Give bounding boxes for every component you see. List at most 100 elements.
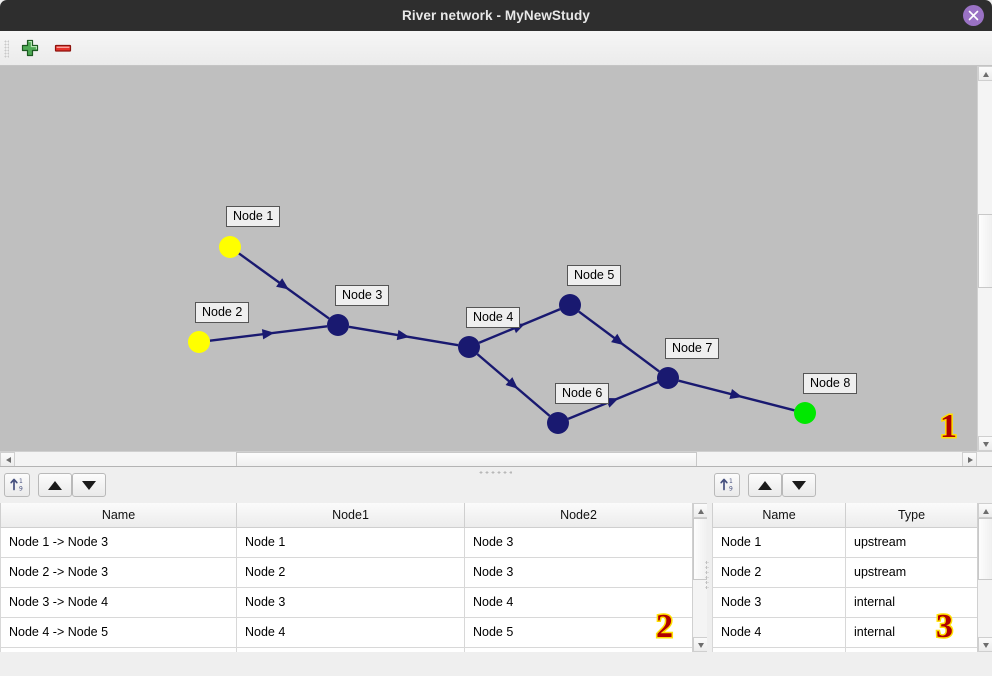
graph-node[interactable] bbox=[219, 236, 241, 258]
node-move-up-button[interactable] bbox=[748, 473, 782, 497]
reach-move-down-button[interactable] bbox=[72, 473, 106, 497]
edge-arrow-icon bbox=[505, 377, 519, 389]
cell-node2[interactable]: Node 4 bbox=[464, 586, 693, 618]
triangle-left-icon bbox=[6, 457, 11, 463]
main-toolbar bbox=[0, 31, 992, 66]
triangle-up-icon bbox=[698, 509, 704, 514]
graph-node[interactable] bbox=[794, 402, 816, 424]
node-vertical-scrollbar[interactable] bbox=[977, 503, 992, 652]
cell-name[interactable]: Node 4 bbox=[712, 616, 846, 648]
table-empty-row[interactable] bbox=[0, 646, 693, 652]
annotation-badge-3: 3 bbox=[935, 608, 955, 645]
cell-node1[interactable]: Node 3 bbox=[236, 586, 465, 618]
column-header-node2[interactable]: Node2 bbox=[464, 503, 693, 528]
graph-canvas-container: Node 1 Node 2 Node 3 Node 4 Node 5 Node 6 Node… bbox=[0, 66, 992, 467]
cell-type[interactable]: internal bbox=[845, 586, 978, 618]
canvas-horizontal-scrollbar[interactable] bbox=[0, 451, 992, 467]
node-vscroll-thumb[interactable] bbox=[978, 518, 992, 580]
graph-node-label[interactable]: Node 4 bbox=[466, 307, 521, 328]
graph-nodes bbox=[188, 236, 816, 434]
node-sort-button[interactable]: 1 9 bbox=[714, 473, 740, 497]
cell-node1[interactable]: Node 4 bbox=[236, 616, 465, 648]
cell-type[interactable]: upstream bbox=[845, 556, 978, 588]
svg-text:9: 9 bbox=[729, 485, 733, 492]
node-scroll-up-button[interactable] bbox=[978, 503, 992, 518]
svg-text:1: 1 bbox=[19, 478, 23, 485]
reach-move-up-button[interactable] bbox=[38, 473, 72, 497]
graph-node-label[interactable]: Node 1 bbox=[226, 206, 281, 227]
column-header-name[interactable]: Name bbox=[712, 503, 846, 528]
toolbar-drag-handle[interactable] bbox=[4, 40, 9, 58]
scroll-left-button[interactable] bbox=[0, 452, 15, 467]
horizontal-splitter[interactable] bbox=[0, 466, 992, 476]
graph-node[interactable] bbox=[657, 367, 679, 389]
reach-vertical-scrollbar[interactable] bbox=[692, 503, 707, 652]
scroll-right-button[interactable] bbox=[962, 452, 977, 467]
graph-node-label[interactable]: Node 5 bbox=[567, 265, 622, 286]
close-button[interactable] bbox=[963, 5, 984, 26]
node-scroll-down-button[interactable] bbox=[978, 637, 992, 652]
svg-text:9: 9 bbox=[19, 485, 23, 492]
cell-name[interactable]: Node 1 bbox=[712, 526, 846, 558]
edge-arrow-icon bbox=[396, 329, 410, 341]
node-move-down-button[interactable] bbox=[782, 473, 816, 497]
column-header-type[interactable]: Type bbox=[845, 503, 978, 528]
status-filler bbox=[0, 652, 992, 676]
svg-text:1: 1 bbox=[729, 478, 733, 485]
cell-name[interactable]: Node 4 -> Node 5 bbox=[0, 616, 237, 648]
edge-arrow-icon bbox=[611, 333, 624, 346]
cell-node2[interactable]: Node 5 bbox=[464, 616, 693, 648]
cell-name[interactable]: Node 3 -> Node 4 bbox=[0, 586, 237, 618]
plus-icon bbox=[21, 39, 39, 57]
add-node-button[interactable] bbox=[19, 38, 41, 59]
graph-node-label[interactable]: Node 6 bbox=[555, 383, 610, 404]
reach-scroll-up-button[interactable] bbox=[693, 503, 707, 518]
cell-node2[interactable]: Node 3 bbox=[464, 526, 693, 558]
cell-name[interactable]: Node 2 -> Node 3 bbox=[0, 556, 237, 588]
graph-node-label[interactable]: Node 7 bbox=[665, 338, 720, 359]
graph-node-label[interactable]: Node 8 bbox=[803, 373, 858, 394]
graph-node-label[interactable]: Node 2 bbox=[195, 302, 250, 323]
annotation-badge-2: 2 bbox=[655, 608, 675, 645]
column-header-name[interactable]: Name bbox=[0, 503, 237, 528]
scroll-up-button[interactable] bbox=[978, 66, 992, 81]
column-header-node1[interactable]: Node1 bbox=[236, 503, 465, 528]
node-pane-toolbar: 1 9 bbox=[714, 473, 992, 501]
vertical-splitter[interactable] bbox=[705, 560, 709, 590]
cell-node2[interactable]: Node 3 bbox=[464, 556, 693, 588]
cell-type[interactable]: internal bbox=[845, 616, 978, 648]
graph-node[interactable] bbox=[547, 412, 569, 434]
delete-node-button[interactable] bbox=[52, 38, 74, 59]
cell-node1[interactable]: Node 2 bbox=[236, 556, 465, 588]
graph-node[interactable] bbox=[327, 314, 349, 336]
graph-node[interactable] bbox=[188, 331, 210, 353]
cell-node1[interactable]: Node 1 bbox=[236, 526, 465, 558]
scroll-down-button[interactable] bbox=[978, 436, 992, 451]
canvas-vscroll-thumb[interactable] bbox=[978, 214, 992, 288]
river-network-canvas[interactable]: Node 1 Node 2 Node 3 Node 4 Node 5 Node 6 Node… bbox=[0, 66, 977, 451]
canvas-hscroll-thumb[interactable] bbox=[236, 452, 697, 467]
cell-type[interactable]: upstream bbox=[845, 526, 978, 558]
cell-name[interactable]: Node 2 bbox=[712, 556, 846, 588]
cell-name[interactable]: Node 1 -> Node 3 bbox=[0, 526, 237, 558]
edge-arrow-icon bbox=[729, 388, 743, 400]
graph-node[interactable] bbox=[559, 294, 581, 316]
graph-node-label[interactable]: Node 3 bbox=[335, 285, 390, 306]
cell-name[interactable]: Node 3 bbox=[712, 586, 846, 618]
reach-vscroll-thumb[interactable] bbox=[693, 518, 707, 580]
reach-scroll-down-button[interactable] bbox=[693, 637, 707, 652]
reach-sort-button[interactable]: 1 9 bbox=[4, 473, 30, 497]
graph-node[interactable] bbox=[458, 336, 480, 358]
canvas-vertical-scrollbar[interactable] bbox=[977, 66, 992, 451]
